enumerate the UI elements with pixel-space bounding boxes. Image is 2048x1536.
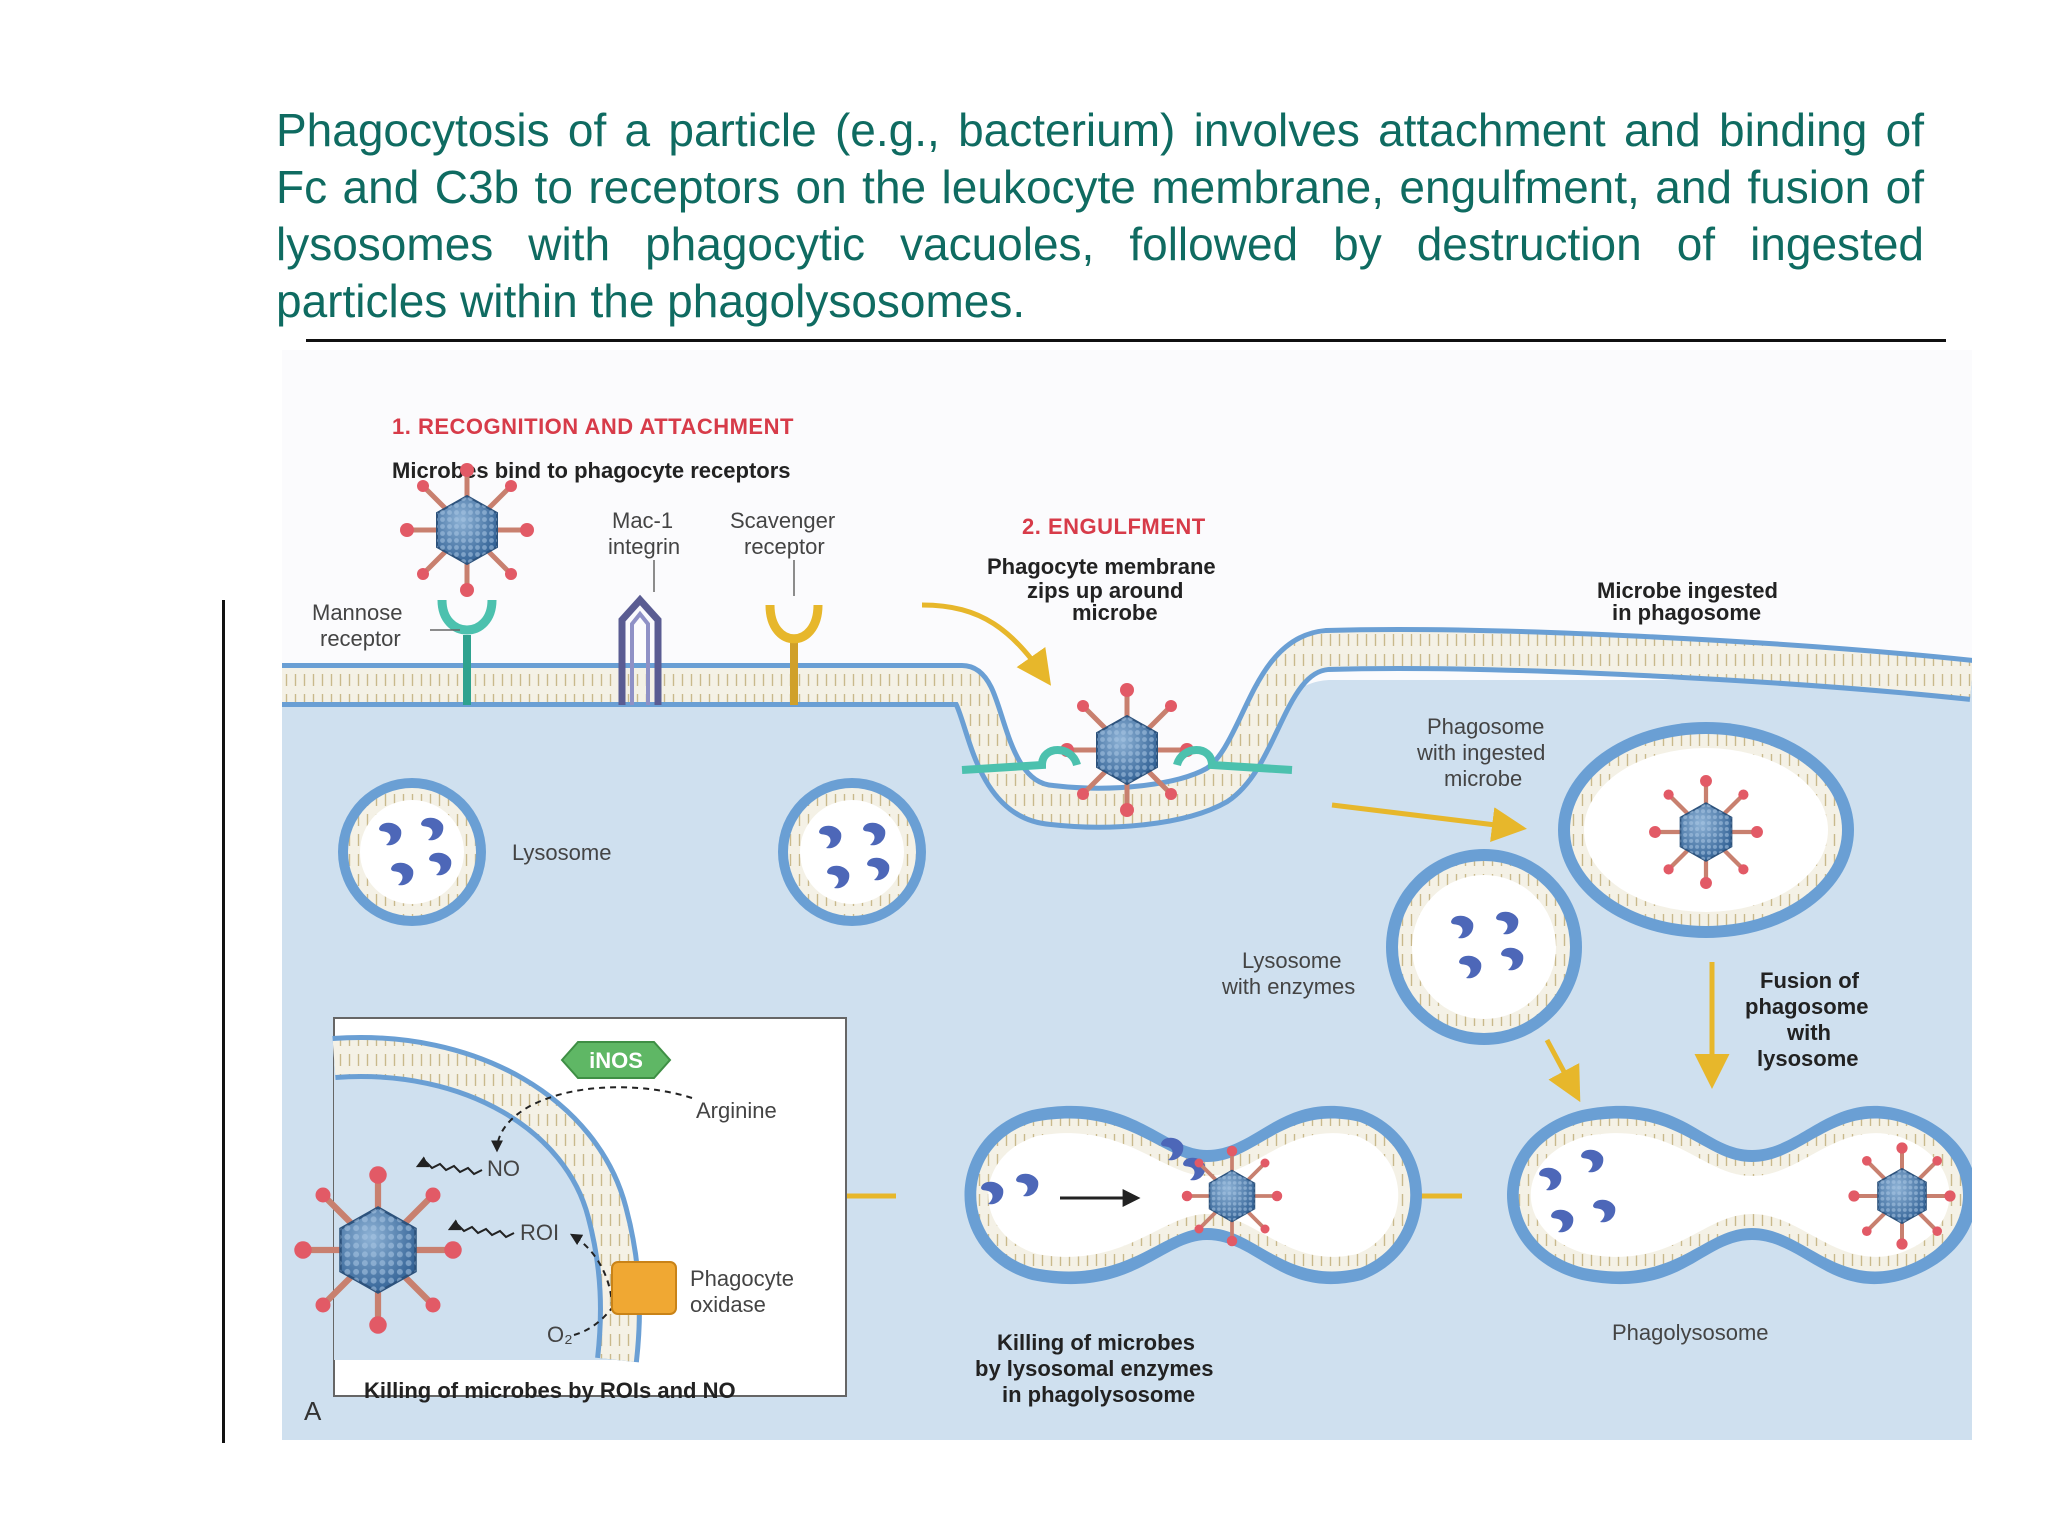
engulf-caption-2: zips up around	[1027, 578, 1183, 603]
ingested-caption-1: Microbe ingested	[1597, 578, 1778, 603]
engulf-caption-1: Phagocyte membrane	[987, 554, 1216, 579]
lysosome-mid-icon	[778, 778, 926, 926]
mac1-integrin-icon	[618, 594, 662, 705]
engulfed-microbe-icon	[1060, 683, 1194, 817]
roi-label: ROI	[520, 1220, 559, 1245]
receptor-right-engulf-icon	[1173, 746, 1293, 774]
arrow-to-engulfment	[921, 602, 1052, 686]
fusion-label-1: Fusion of	[1760, 968, 1860, 993]
inos-label: iNOS	[589, 1048, 643, 1073]
oxidase-label-2: oxidase	[690, 1292, 766, 1317]
phagosome-label-2: with ingested	[1416, 740, 1545, 765]
engulf-caption-3: microbe	[1072, 600, 1158, 625]
mac1-label-2: integrin	[608, 534, 680, 559]
panel-letter: A	[304, 1396, 322, 1426]
no-wave-arrow	[415, 1156, 483, 1176]
scavenger-receptor-icon	[765, 604, 823, 705]
mac1-label-1: Mac-1	[612, 508, 673, 533]
killing-enzymes-caption-2: by lysosomal enzymes	[975, 1356, 1213, 1381]
figure-caption: Phagocytosis of a particle (e.g., bacter…	[276, 104, 1924, 327]
mannose-receptor-icon	[437, 599, 497, 705]
phagosome-label-1: Phagosome	[1427, 714, 1544, 739]
fusion-label-4: lysosome	[1757, 1046, 1859, 1071]
phagosome-label-3: microbe	[1444, 766, 1522, 791]
arginine-label: Arginine	[696, 1098, 777, 1123]
receptor-left-engulf-icon	[961, 746, 1081, 774]
arrow-to-phagosome	[1331, 802, 1527, 842]
phagolysosome-label: Phagolysosome	[1612, 1320, 1769, 1345]
arrow-lysosome-fusion	[1544, 1038, 1581, 1103]
o2-label: O₂	[547, 1322, 573, 1347]
step2-title: 2. ENGULFMENT	[1022, 514, 1206, 539]
killing-enzymes-caption-3: in phagolysosome	[1002, 1382, 1195, 1407]
fusion-label-2: phagosome	[1745, 994, 1868, 1019]
oxidase-label-1: Phagocyte	[690, 1266, 794, 1291]
bound-microbe-icon	[400, 463, 534, 597]
roi-wave-arrow	[447, 1219, 515, 1239]
left-margin-rule	[222, 600, 225, 1443]
phagosome-icon	[1558, 722, 1854, 938]
lysosome-enzymes-label-2: with enzymes	[1221, 974, 1355, 999]
mannose-label-2: receptor	[320, 626, 401, 651]
ingested-caption-2: in phagosome	[1612, 600, 1761, 625]
fusion-label-3: with	[1786, 1020, 1831, 1045]
lysosome-left-icon	[338, 778, 486, 926]
scavenger-label-1: Scavenger	[730, 508, 835, 533]
inos-badge-icon	[560, 1041, 672, 1079]
phagocyte-oxidase-icon	[611, 1261, 677, 1315]
step1-title: 1. RECOGNITION AND ATTACHMENT	[392, 414, 794, 439]
killing-enzymes-caption-1: Killing of microbes	[997, 1330, 1195, 1355]
mannose-label-1: Mannose	[312, 600, 403, 625]
phagocytosis-figure: 1. RECOGNITION AND ATTACHMENT Microbes b…	[277, 350, 1977, 1440]
lysosome-label: Lysosome	[512, 840, 611, 865]
killing-phagolysosome-icon	[964, 1105, 1422, 1285]
lysosome-enzymes-label-1: Lysosome	[1242, 948, 1341, 973]
scavenger-label-2: receptor	[744, 534, 825, 559]
caption-underline	[306, 339, 1946, 342]
inset-caption: Killing of microbes by ROIs and NO	[364, 1378, 736, 1403]
no-label: NO	[487, 1156, 520, 1181]
step1-subtitle: Microbes bind to phagocyte receptors	[392, 458, 791, 483]
phagolysosome-icon	[1507, 1105, 1977, 1285]
lysosome-with-enzymes-icon	[1386, 849, 1582, 1045]
